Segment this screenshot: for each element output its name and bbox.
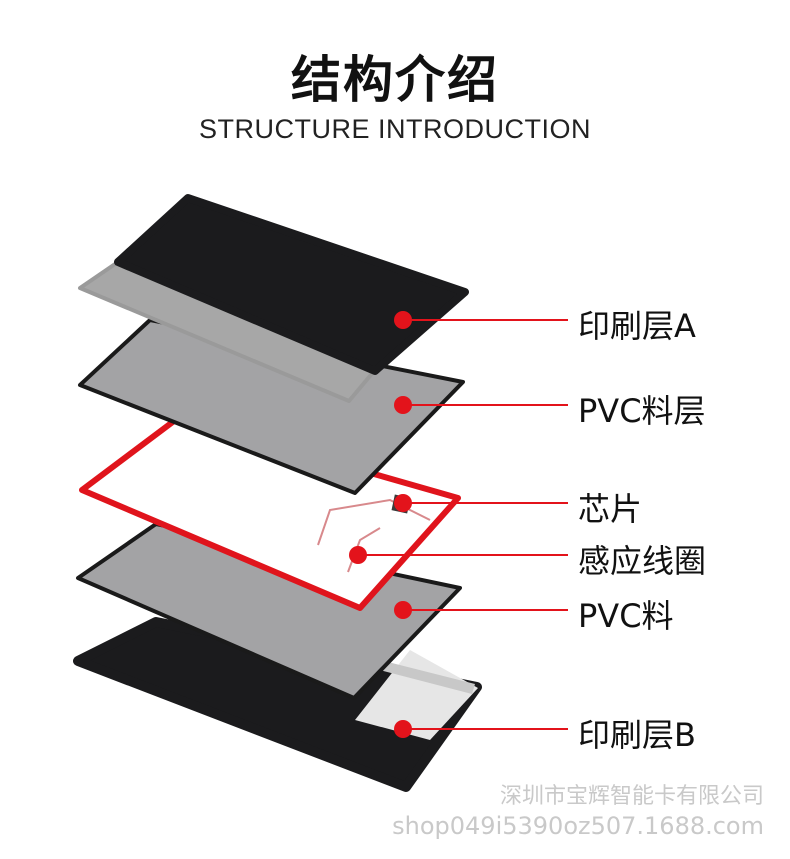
- label-print-layer-b: 印刷层B: [578, 716, 696, 754]
- label-chip: 芯片: [578, 490, 643, 528]
- marker-dot: [394, 601, 412, 619]
- label-pvc-layer-lower: PVC料: [578, 597, 674, 635]
- callout-print-layer-b: [394, 720, 568, 738]
- callout-pvc-layer-lower: [394, 601, 568, 619]
- watermark-company: 深圳市宝辉智能卡有限公司: [499, 784, 764, 809]
- marker-dot: [394, 720, 412, 738]
- callout-chip: [394, 494, 568, 512]
- marker-dot: [349, 546, 367, 564]
- marker-dot: [394, 311, 412, 329]
- marker-dot: [394, 396, 412, 414]
- page-subtitle: STRUCTURE INTRODUCTION: [199, 114, 591, 144]
- label-print-layer-a: 印刷层A: [578, 307, 696, 345]
- print-layer-b: [73, 617, 482, 792]
- callout-print-layer-a: [394, 311, 568, 329]
- callout-pvc-layer-upper: [394, 396, 568, 414]
- callout-coil: [349, 546, 568, 564]
- marker-dot: [394, 494, 412, 512]
- print-layer-a: [78, 194, 469, 403]
- label-pvc-layer-upper: PVC料层: [578, 392, 706, 430]
- label-coil: 感应线圈: [578, 542, 707, 580]
- page-title: 结构介绍: [291, 51, 499, 109]
- watermark-shop-url: shop049i5390oz507.1688.com: [392, 812, 764, 840]
